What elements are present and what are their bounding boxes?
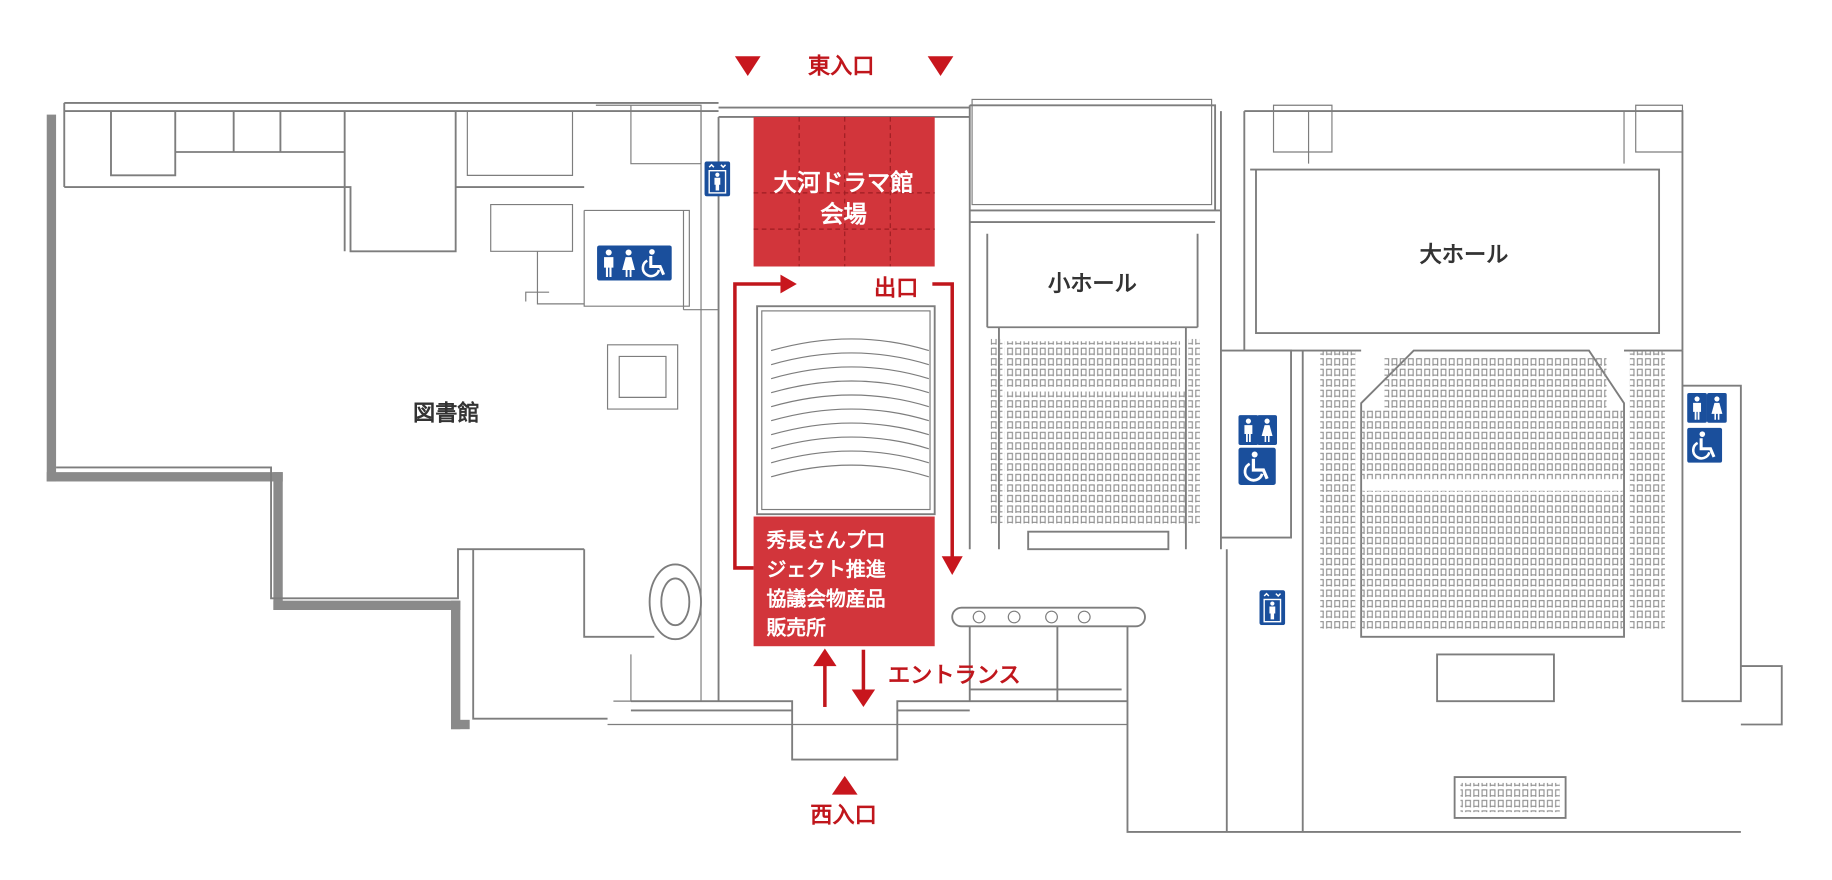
shop-highlight-box[interactable]: 秀長さんプロ ジェクト推進 協議会物産品 販売所	[753, 516, 935, 647]
exhibit-room-outline	[756, 305, 936, 516]
small-hall-area	[969, 98, 1292, 832]
arrow-down-icon	[734, 56, 761, 77]
shop-label-line: ジェクト推進	[766, 558, 885, 581]
arrow-up-icon	[813, 648, 837, 667]
venue-label-line2: 会場	[820, 200, 867, 228]
arrow-down-icon	[851, 689, 876, 707]
arrow-down-icon	[941, 556, 963, 575]
elevator-icon	[1259, 590, 1286, 626]
wheelchair-restroom-icon	[1238, 447, 1276, 485]
arrow-down-icon	[927, 56, 954, 77]
large-hall-label: 大ホール	[1420, 242, 1509, 268]
male-restroom-icon	[1687, 392, 1707, 423]
large-hall-area	[1243, 104, 1783, 832]
arrow-right-icon	[780, 274, 797, 294]
east-entrance-label: 東入口	[808, 54, 875, 80]
female-restroom-icon	[1706, 392, 1727, 423]
arrow-up-icon	[831, 775, 858, 795]
shop-label-line: 秀長さんプロ	[765, 529, 885, 552]
wheelchair-restroom-icon	[1687, 427, 1723, 463]
venue-highlight-box[interactable]: 大河ドラマ館 会場	[753, 116, 935, 267]
exit-label: 出口	[874, 276, 918, 302]
entrance-label: エントランス	[888, 662, 1021, 688]
wheelchair-restroom-icon	[636, 245, 672, 281]
female-restroom-icon	[1257, 415, 1278, 445]
route-arrows	[733, 56, 963, 795]
small-hall-label: 小ホール	[1048, 271, 1137, 297]
library-label: 図書館	[413, 400, 480, 427]
elevator-icon	[704, 161, 731, 197]
male-restroom-icon	[1238, 415, 1259, 445]
west-entrance-label: 西入口	[810, 803, 877, 829]
library-area	[46, 101, 1128, 730]
venue-label-line1: 大河ドラマ館	[773, 169, 913, 197]
shop-label-line: 協議会物産品	[766, 587, 885, 610]
shop-label-line: 販売所	[766, 617, 826, 640]
